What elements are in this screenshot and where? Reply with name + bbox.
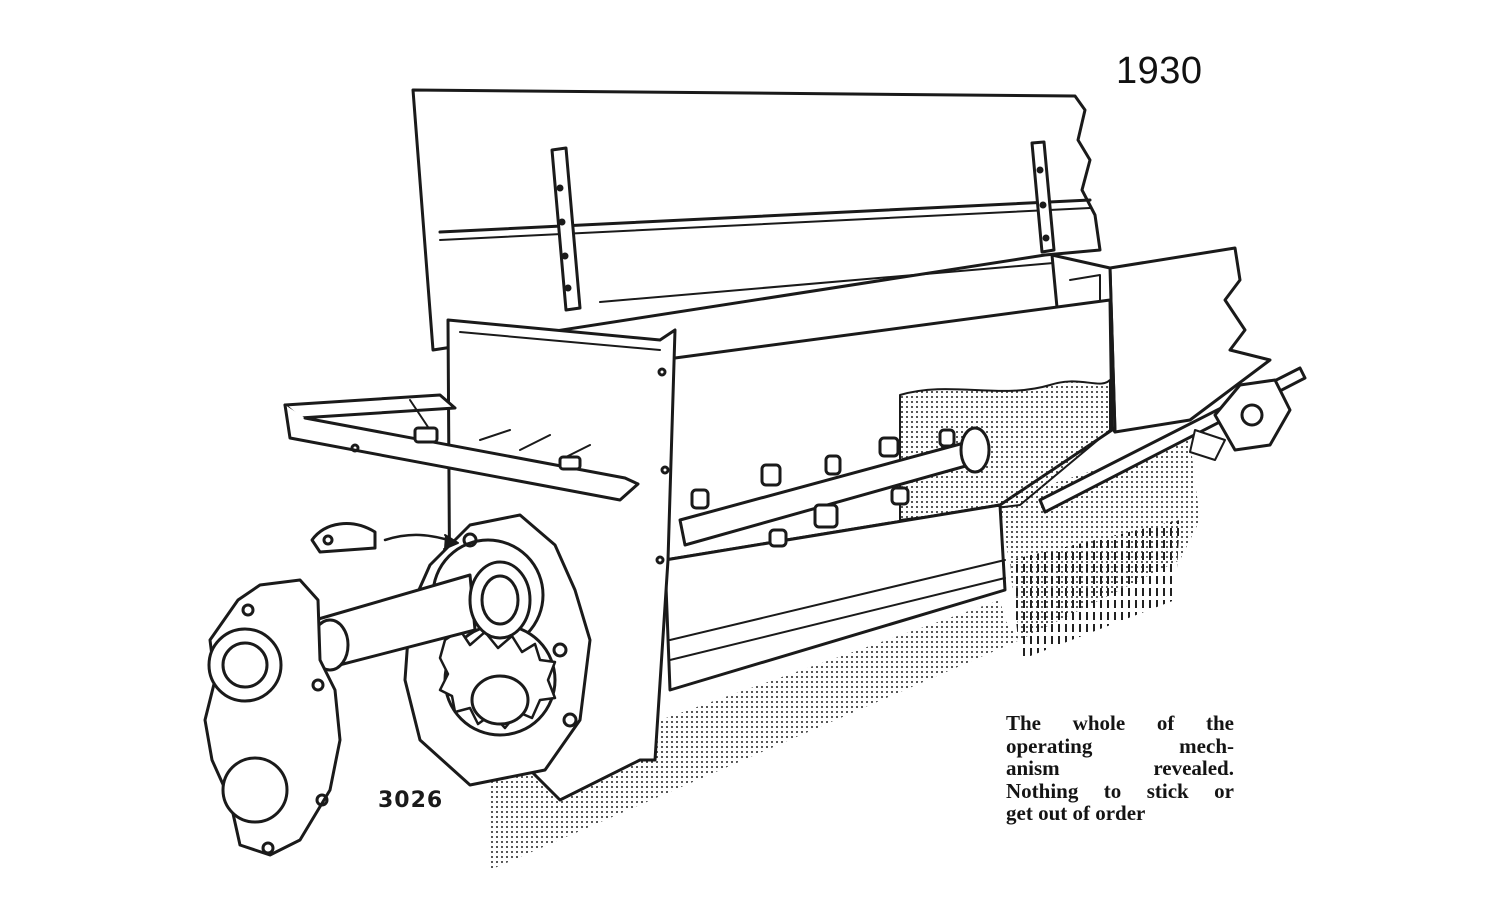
caption-line: Nothing to stick or	[1006, 778, 1234, 803]
caption-line: The whole of the	[1006, 711, 1234, 735]
caption-line: get out of order	[1006, 801, 1146, 825]
caption-line: operating mech-	[1006, 733, 1234, 758]
small-part	[310, 522, 377, 554]
back-board	[411, 88, 1102, 352]
left-bracket	[550, 146, 582, 312]
inner-shaft	[678, 426, 991, 548]
drive-rod	[1038, 366, 1307, 514]
year-label: 1930	[1116, 50, 1203, 92]
pointer-arrow	[383, 533, 459, 550]
figure-number: 3026	[378, 788, 444, 813]
top-frame	[283, 393, 640, 502]
main-shaft	[310, 560, 532, 672]
end-cover-casting	[203, 578, 342, 857]
caption-line: anism revealed.	[1006, 756, 1234, 780]
caption: The whole of the operating mech- anism r…	[1006, 712, 1234, 825]
right-bracket	[1030, 140, 1056, 254]
